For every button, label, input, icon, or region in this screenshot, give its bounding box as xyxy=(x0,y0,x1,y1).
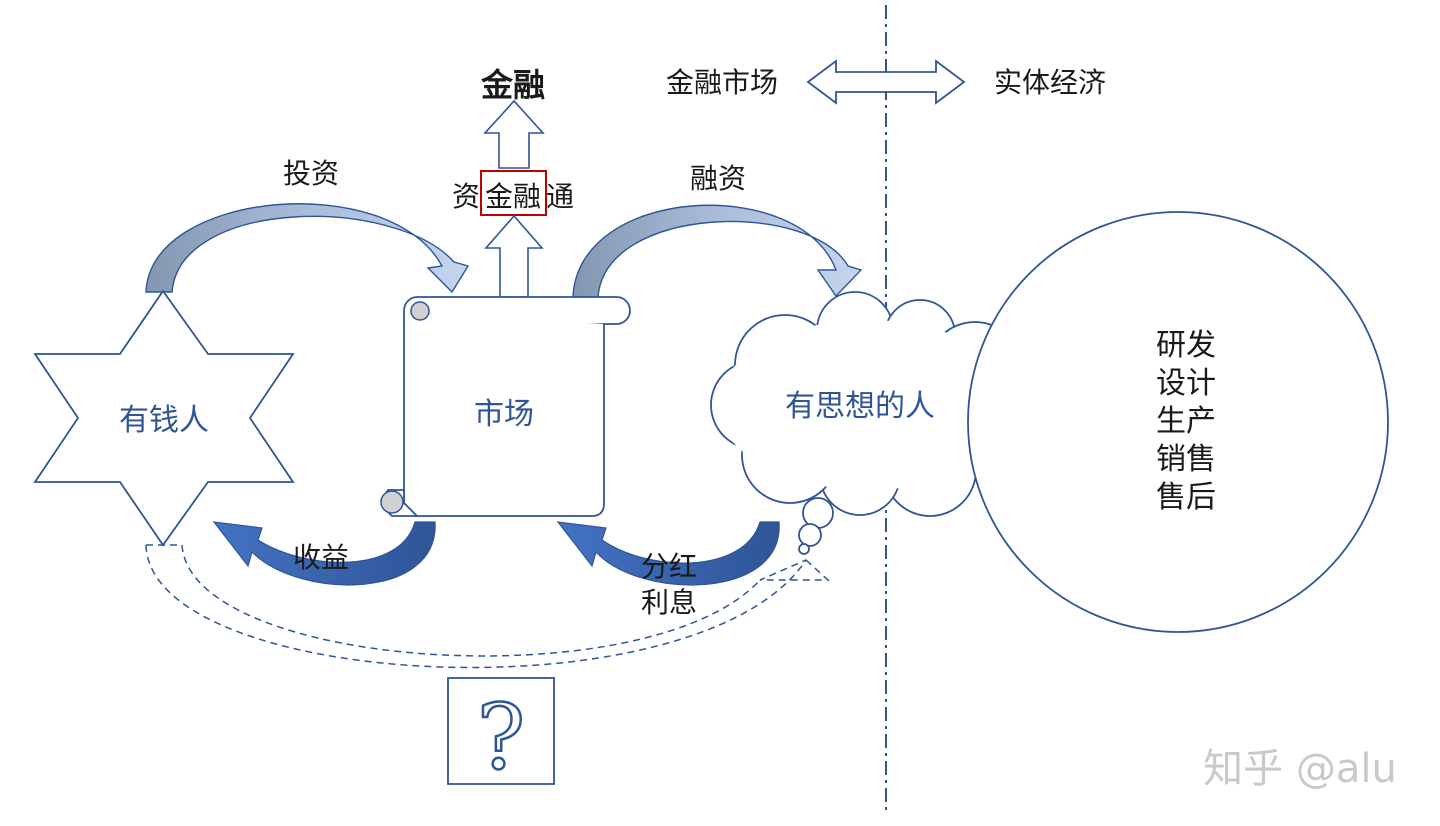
financial-market-label: 金融市场 xyxy=(666,66,778,99)
fund-flow-prefix: 资 xyxy=(452,180,480,213)
returns-label: 收益 xyxy=(293,541,349,574)
real-economy-circle xyxy=(967,211,1389,633)
business-line-item: 售后 xyxy=(1156,480,1216,515)
business-lines-list: 研发 设计 生产 销售 售后 xyxy=(1156,328,1216,515)
rich-people-label: 有钱人 xyxy=(119,403,209,438)
business-line-item: 销售 xyxy=(1156,442,1216,477)
invest-label: 投资 xyxy=(283,157,339,190)
dividend-arrow-icon xyxy=(556,521,780,586)
question-mark-icon: ? xyxy=(477,685,525,790)
real-economy-label: 实体经济 xyxy=(994,66,1106,99)
up-arrow-upper-icon xyxy=(483,99,545,169)
market-label: 市场 xyxy=(474,397,534,432)
highlight-box xyxy=(480,170,547,216)
watermark: 知乎 @alu xyxy=(1203,746,1397,792)
fund-flow-boxed: 金融 xyxy=(485,180,541,213)
fund-flow-suffix: 通 xyxy=(546,180,574,213)
finance-heading: 金融 xyxy=(480,66,545,104)
market-scroll xyxy=(380,296,631,517)
up-arrow-lower-icon xyxy=(484,214,544,298)
financing-label: 融资 xyxy=(690,162,746,195)
business-line-item: 生产 xyxy=(1156,404,1216,439)
idea-people-cloud xyxy=(710,291,1029,555)
financing-arrow-icon xyxy=(572,204,863,298)
idea-people-label: 有思想的人 xyxy=(785,389,935,424)
returns-arrow-icon xyxy=(212,521,436,586)
dividend-label-line1: 分红 xyxy=(641,550,697,583)
double-arrow-icon xyxy=(806,59,966,105)
business-line-item: 设计 xyxy=(1156,366,1216,401)
mystery-box xyxy=(447,677,555,785)
invest-arrow-icon xyxy=(145,203,470,294)
dividend-label-line2: 利息 xyxy=(641,586,697,619)
direct-link-dashed-arrow xyxy=(145,544,830,669)
business-line-item: 研发 xyxy=(1156,328,1216,363)
